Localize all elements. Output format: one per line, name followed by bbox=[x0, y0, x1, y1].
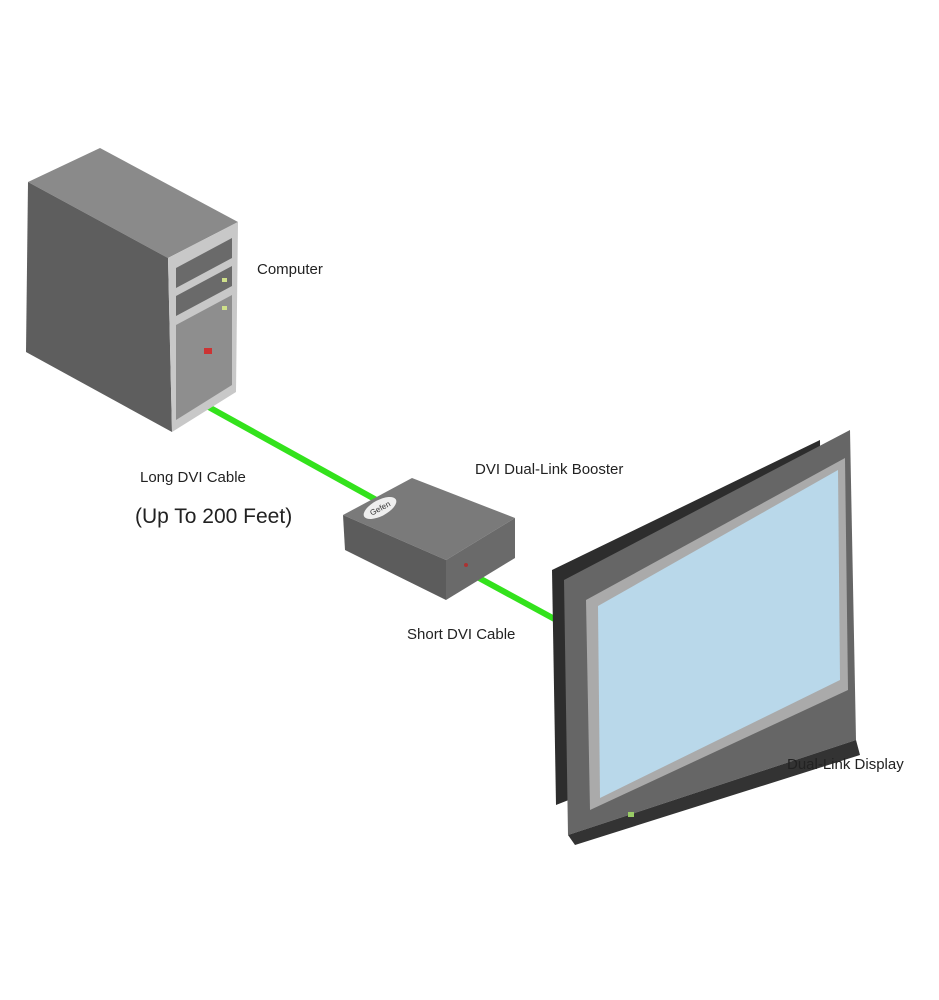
short-dvi-cable bbox=[466, 569, 562, 625]
dvi-booster-icon: Gefen bbox=[343, 478, 515, 600]
long-cable-note: (Up To 200 Feet) bbox=[135, 505, 293, 528]
computer-icon bbox=[26, 148, 238, 432]
computer-label: Computer bbox=[257, 261, 323, 278]
long-cable-label: Long DVI Cable bbox=[140, 469, 246, 486]
short-cable-label: Short DVI Cable bbox=[407, 626, 516, 643]
long-dvi-cable bbox=[203, 402, 382, 505]
dual-link-display-icon bbox=[552, 430, 860, 845]
display-label: Dual-Link Display bbox=[787, 756, 904, 773]
booster-label: DVI Dual-Link Booster bbox=[475, 461, 624, 478]
